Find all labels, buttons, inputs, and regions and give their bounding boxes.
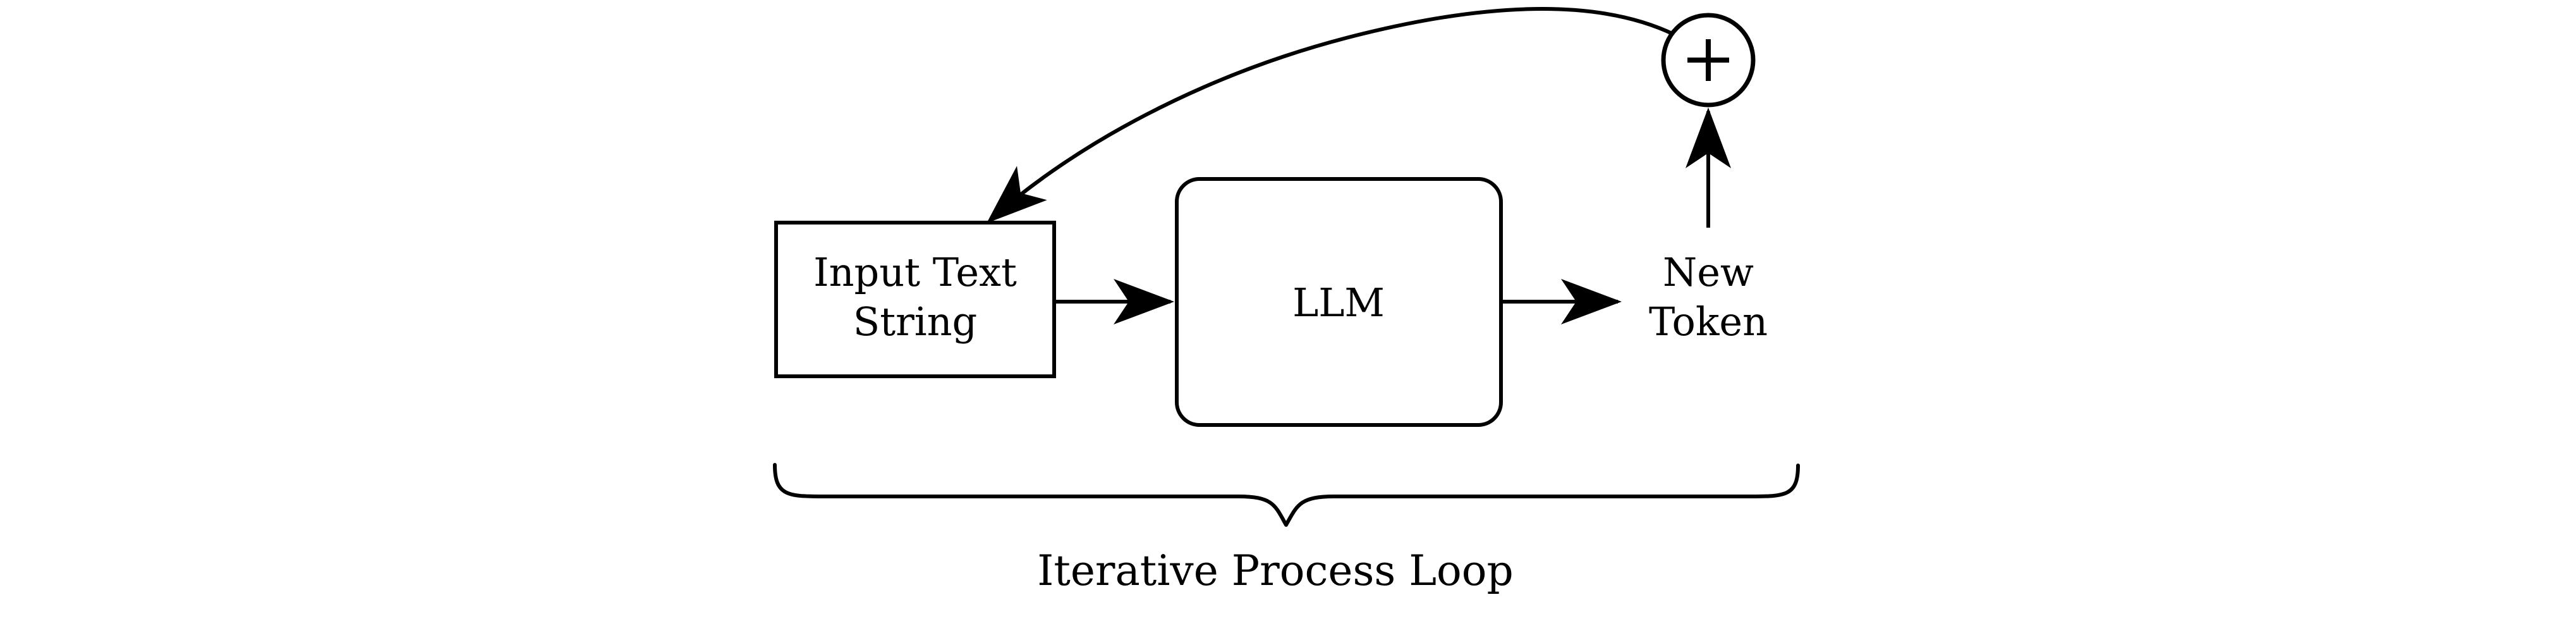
feedback-curve-path [987, 7, 1677, 223]
plus-icon [1687, 39, 1729, 81]
input-text-string-label-line1: Input Text [813, 249, 1017, 295]
node-adder[interactable] [1661, 13, 1756, 108]
brace-caption: Iterative Process Loop [1037, 546, 1514, 595]
node-input-text-string[interactable]: Input Text String [774, 221, 1056, 378]
brace-path [773, 463, 1800, 527]
llm-label: LLM [1292, 280, 1385, 326]
node-new-token[interactable]: New Token [1649, 249, 1768, 345]
node-llm[interactable]: LLM [1175, 177, 1503, 427]
edge-adder-to-input-feedback [987, 7, 1677, 223]
iterative-loop-brace [773, 463, 1800, 527]
input-text-string-box[interactable] [774, 221, 1056, 378]
new-token-label-line2: Token [1649, 298, 1768, 345]
new-token-label-line1: New [1663, 249, 1754, 295]
input-text-string-label-line2: String [853, 298, 977, 345]
